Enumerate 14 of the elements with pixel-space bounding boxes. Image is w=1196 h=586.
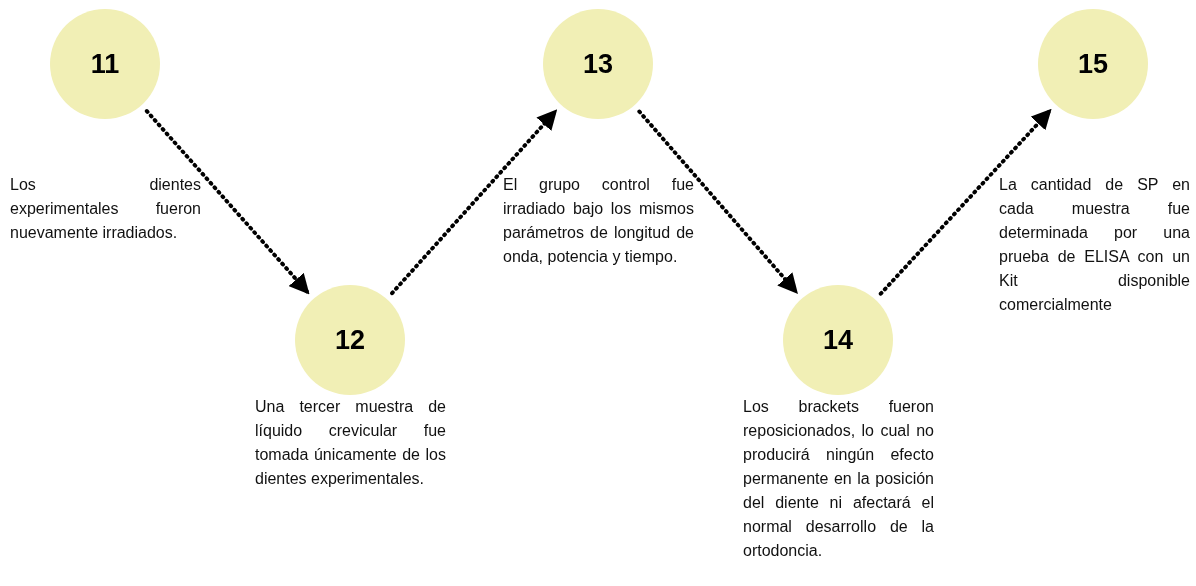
step-number: 14 bbox=[822, 323, 853, 357]
step-description: Los dientes experimentales fueron nuevamente irradiados. bbox=[10, 175, 201, 243]
step-description: El grupo control fue irradiado bajo los mismos parámetros de longitud de onda, potencia y tiempo. bbox=[503, 175, 694, 267]
dotted-arrow bbox=[878, 108, 1053, 296]
step-number: 13 bbox=[582, 47, 613, 81]
dotted-arrow bbox=[637, 109, 799, 295]
step-description: Una tercer muestra de líquido crevicular fue tomada únicamente de los dientes experimentales. bbox=[255, 397, 446, 489]
dotted-arrow bbox=[144, 109, 311, 295]
dotted-arrow bbox=[390, 108, 558, 296]
step-number: 11 bbox=[90, 47, 120, 81]
step-description: La cantidad de SP en cada muestra fue determinada por una prueba de ELISA con un Kit disponible comercialmente bbox=[999, 175, 1190, 315]
step-number: 12 bbox=[334, 323, 365, 357]
step-description: Los brackets fueron reposicionados, lo cual no producirá ningún efecto permanente en la posición del diente ni afectará el normal desarrollo de la ortodoncia. bbox=[743, 397, 934, 561]
step-number: 15 bbox=[1077, 47, 1108, 81]
